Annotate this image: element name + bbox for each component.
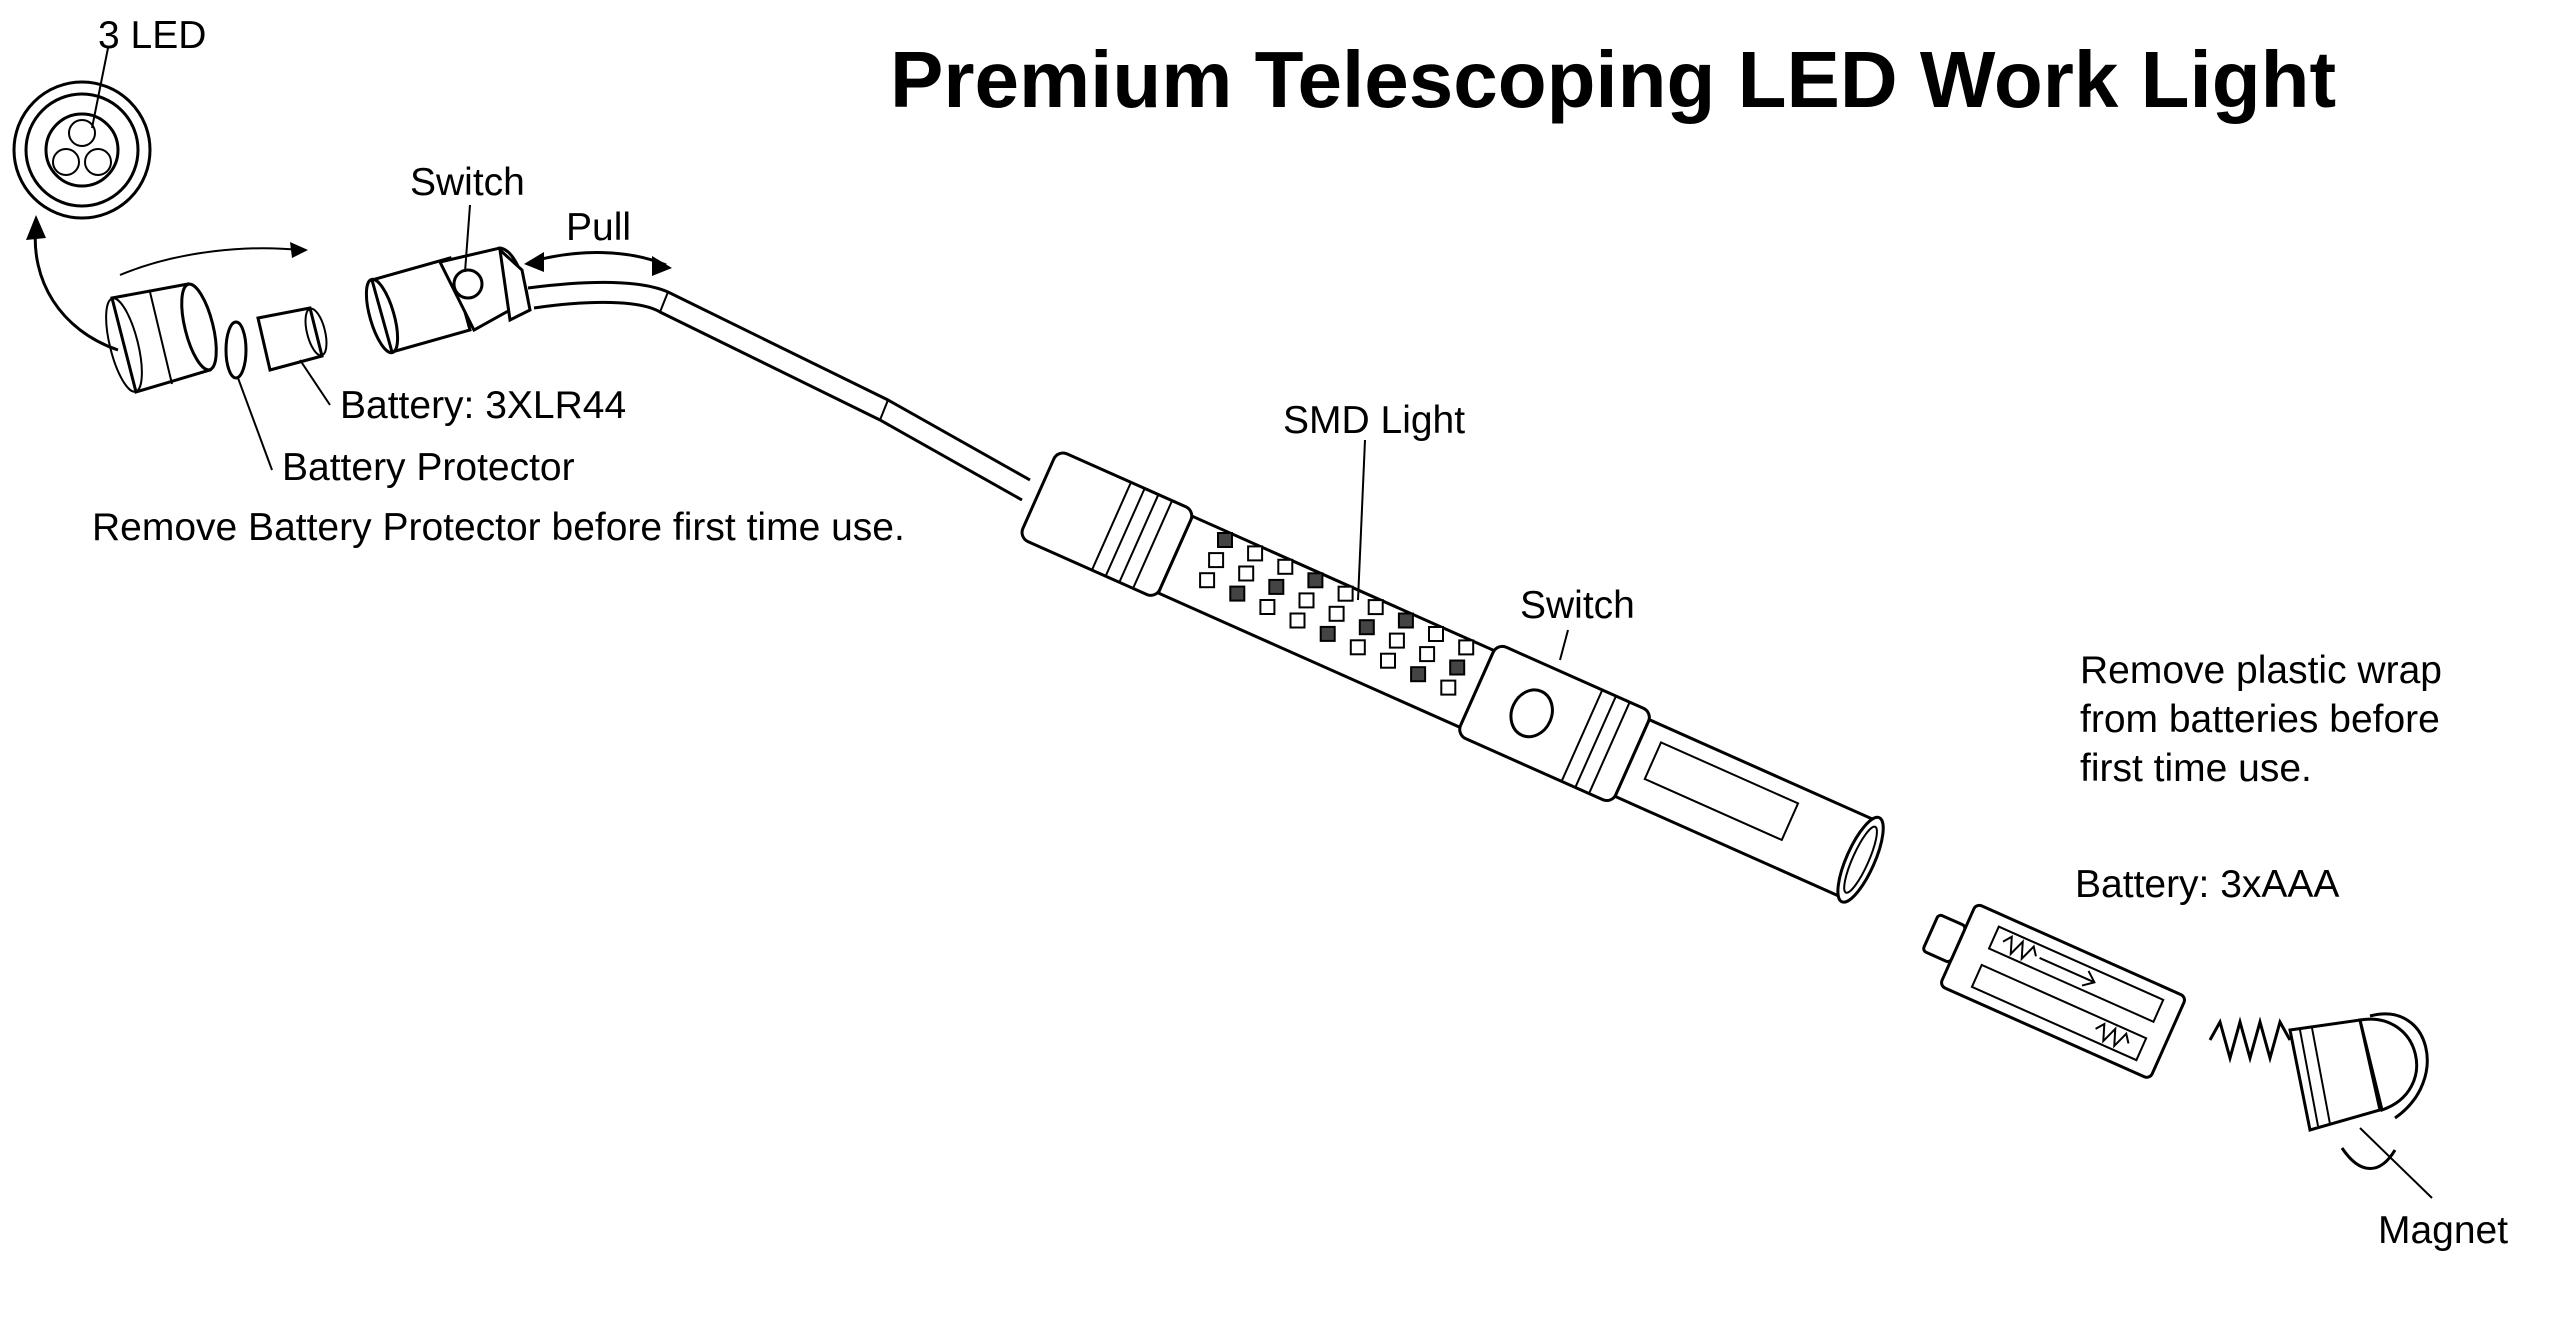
smd-led-chip xyxy=(1208,552,1225,569)
magnet-label: Magnet xyxy=(2378,1209,2508,1252)
gooseneck xyxy=(527,280,1031,502)
smd-led-chip xyxy=(1458,639,1475,656)
led-head-icon xyxy=(12,47,152,220)
battery-protector-disc xyxy=(224,320,248,380)
smd-led-chip xyxy=(1259,599,1276,615)
light-head xyxy=(364,246,532,355)
main-body xyxy=(1020,451,1885,904)
rotate-arrow-icon xyxy=(26,215,308,352)
smd-led-chip xyxy=(1277,558,1294,575)
smd-led-chip xyxy=(1380,652,1396,669)
smd-led-chip xyxy=(1367,599,1384,616)
smd-led-chip xyxy=(1238,565,1255,582)
smd-led-chip xyxy=(1397,612,1414,629)
battery-protector-leader xyxy=(237,377,273,471)
battery-protector-label: Battery Protector xyxy=(282,446,575,489)
smd-led-chip xyxy=(1319,625,1336,642)
aaa-battery-holder xyxy=(1922,903,2186,1079)
smd-led-chip xyxy=(1440,679,1457,696)
plastic-wrap-note-line3: first time use. xyxy=(2080,747,2312,790)
smd-led-chip xyxy=(1449,659,1466,676)
switch-top-label: Switch xyxy=(410,161,525,204)
three-led-label: 3 LED xyxy=(98,14,206,57)
plastic-wrap-note-line1: Remove plastic wrap xyxy=(2080,649,2442,692)
remove-protector-note: Remove Battery Protector before first ti… xyxy=(92,506,905,549)
pull-arrow-icon xyxy=(524,251,672,276)
plastic-wrap-note-line2: from batteries before xyxy=(2080,698,2440,741)
smd-led-chip xyxy=(1217,532,1233,548)
switch-top-leader xyxy=(464,204,471,273)
smd-led-chip xyxy=(1298,592,1315,609)
diagram-title: Premium Telescoping LED Work Light xyxy=(890,35,2336,124)
smd-light-label: SMD Light xyxy=(1283,399,1465,442)
smd-led-chip xyxy=(1328,605,1345,622)
front-cap xyxy=(105,282,218,394)
smd-led-chip xyxy=(1358,619,1375,636)
smd-led-chip xyxy=(1419,646,1436,663)
smd-led-chip xyxy=(1199,572,1216,589)
pull-label: Pull xyxy=(566,206,631,249)
battery-small-leader xyxy=(299,359,331,406)
magnet-leader xyxy=(2359,1127,2433,1199)
switch-body-label: Switch xyxy=(1520,584,1635,627)
smd-led-chip xyxy=(1388,632,1405,649)
smd-led-grid xyxy=(1199,532,1475,696)
spring xyxy=(2208,1016,2292,1064)
smd-light-leader xyxy=(1357,439,1366,601)
battery-aaa-label: Battery: 3xAAA xyxy=(2075,863,2339,906)
smd-led-chip xyxy=(1268,578,1285,595)
button-cell-batteries xyxy=(256,306,328,372)
smd-led-chip xyxy=(1428,626,1444,642)
smd-led-chip xyxy=(1410,666,1427,683)
smd-led-chip xyxy=(1349,639,1366,656)
smd-led-chip xyxy=(1229,585,1246,602)
smd-led-chip xyxy=(1289,612,1306,629)
smd-led-chip xyxy=(1247,545,1264,562)
smd-led-chip xyxy=(1337,585,1354,602)
smd-led-chip xyxy=(1307,572,1324,589)
magnet-end-cap xyxy=(2288,1012,2429,1170)
switch-body-leader xyxy=(1559,629,1569,661)
battery-small-label: Battery: 3XLR44 xyxy=(340,384,626,427)
